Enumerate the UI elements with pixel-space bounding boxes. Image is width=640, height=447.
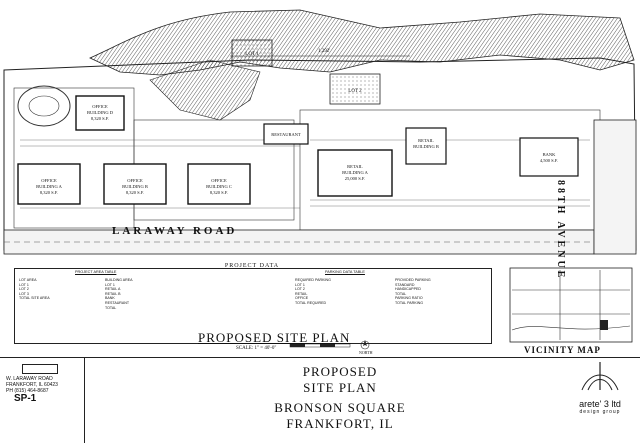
wetland-hatch-area bbox=[89, 9, 635, 76]
cell: LOT 3 bbox=[19, 291, 29, 296]
88th-avenue-label: 88TH AVENUE bbox=[555, 180, 566, 281]
cell: LOT AREA bbox=[19, 278, 37, 282]
svg-text:BUILDING A: BUILDING A bbox=[342, 170, 369, 175]
lot-2-pad bbox=[329, 73, 381, 105]
cell: LOT 1 bbox=[19, 282, 29, 287]
vicinity-site-marker bbox=[600, 320, 608, 330]
client-address-1: W. LARAWAY ROAD bbox=[6, 376, 53, 382]
parking-data-table-heading: PARKING DATA TABLE bbox=[325, 270, 365, 274]
retail-building-b bbox=[405, 127, 447, 165]
scale-label: SCALE: 1" = 40'-0" bbox=[236, 346, 277, 351]
vicinity-map-frame bbox=[509, 267, 633, 343]
building-label-office-b: OFFICE bbox=[127, 178, 143, 183]
cell: REQUIRED PARKING bbox=[295, 278, 331, 282]
cell: RESTAURANT bbox=[105, 300, 130, 305]
office-building-b bbox=[103, 163, 167, 205]
cell: BUILDING AREA bbox=[105, 278, 133, 282]
cell: OFFICE bbox=[295, 296, 309, 301]
site-plan-caption: PROPOSED SITE PLAN bbox=[198, 330, 351, 345]
scale-bar bbox=[289, 343, 351, 348]
firm-logo-icon bbox=[581, 362, 619, 391]
project-name: BRONSON SQUARE bbox=[274, 400, 406, 415]
building-label-bank: BANK bbox=[543, 152, 557, 157]
building-label-retail-a: RETAIL bbox=[347, 164, 363, 169]
svg-text:8,320 S.F.: 8,320 S.F. bbox=[126, 190, 144, 196]
slope-hatch-area bbox=[149, 59, 261, 121]
svg-text:BUILDING B: BUILDING B bbox=[413, 144, 439, 149]
client-address-2: FRANKFORT, IL 60423 bbox=[6, 382, 58, 388]
cell: HANDICAPPED bbox=[395, 287, 421, 292]
client-logo bbox=[22, 364, 58, 374]
project-location: FRANKFORT, IL bbox=[286, 416, 394, 431]
lot-dimension: 1,292' bbox=[318, 49, 330, 54]
bank bbox=[519, 137, 579, 177]
88th-avenue bbox=[593, 119, 637, 255]
svg-text:BUILDING B: BUILDING B bbox=[122, 184, 148, 189]
project-area-table-heading: PROJECT AREA TABLE bbox=[75, 270, 117, 274]
svg-text:25,000 S.F.: 25,000 S.F. bbox=[345, 176, 365, 182]
cell: TOTAL bbox=[395, 291, 407, 296]
svg-text:8,320 S.F.: 8,320 S.F. bbox=[40, 190, 58, 196]
cell: PROVIDED PARKING bbox=[395, 278, 431, 282]
heading-site-plan: SITE PLAN bbox=[303, 380, 377, 395]
svg-text:4,500 S.F.: 4,500 S.F. bbox=[540, 158, 558, 164]
cell: STANDARD bbox=[395, 282, 415, 287]
lot-1-pad bbox=[231, 39, 273, 67]
vicinity-map-roads bbox=[511, 270, 631, 340]
laraway-road-label: LARAWAY ROAD bbox=[112, 225, 238, 237]
title-block-center: PROPOSED SITE PLAN BRONSON SQUARE FRANKF… bbox=[230, 364, 450, 432]
heading-proposed: PROPOSED bbox=[302, 364, 378, 379]
office-building-d bbox=[75, 95, 125, 131]
col-required-parking: REQUIRED PARKING LOT 1 LOT 2 RETAIL OFFI… bbox=[295, 278, 331, 306]
svg-text:8,320 S.F.: 8,320 S.F. bbox=[210, 190, 228, 196]
cell: LOT 2 bbox=[19, 287, 29, 292]
title-block-client: W. LARAWAY ROAD FRANKFORT, IL 60423 PH (… bbox=[0, 358, 85, 443]
client-phone: PH (815) 464-8687 bbox=[6, 388, 49, 394]
project-data-title: PROJECT DATA bbox=[224, 263, 280, 269]
north-label: NORTH bbox=[359, 350, 373, 355]
cell: TOTAL REQUIRED bbox=[295, 300, 327, 305]
roundabout bbox=[17, 85, 71, 127]
cell: RETAIL B bbox=[105, 291, 121, 296]
cell: TOTAL SITE AREA bbox=[19, 296, 50, 301]
svg-text:BUILDING C: BUILDING C bbox=[206, 184, 232, 189]
building-label-office-c: OFFICE bbox=[211, 178, 227, 183]
svg-text:BUILDING A: BUILDING A bbox=[36, 184, 63, 189]
col-provided-parking: PROVIDED PARKING STANDARD HANDICAPPED TO… bbox=[395, 278, 431, 306]
cell: RETAIL A bbox=[105, 287, 121, 292]
cell: BANK bbox=[105, 296, 115, 301]
cell: TOTAL bbox=[105, 305, 117, 310]
lot-1-label: LOT 1 bbox=[245, 52, 259, 57]
lot-2-label: LOT 2 bbox=[348, 89, 362, 94]
title-block: W. LARAWAY ROAD FRANKFORT, IL 60423 PH (… bbox=[0, 357, 640, 443]
building-label-office-d: OFFICE bbox=[92, 104, 108, 109]
cell: RETAIL bbox=[295, 291, 308, 296]
vicinity-map-caption: VICINITY MAP bbox=[524, 345, 601, 355]
cell: LOT 1 bbox=[295, 282, 305, 287]
firm-block: arete' 3 ltd design group bbox=[560, 360, 640, 442]
svg-text:8,320 S.F.: 8,320 S.F. bbox=[91, 116, 109, 122]
building-label-restaurant: RESTAURANT bbox=[271, 132, 301, 137]
office-building-c bbox=[187, 163, 251, 205]
cell: PARKING RATIO bbox=[395, 296, 423, 301]
restaurant bbox=[263, 123, 309, 145]
building-label-office-a: OFFICE bbox=[41, 178, 57, 183]
cell: LOT 2 bbox=[295, 287, 305, 292]
cell: TOTAL PARKING bbox=[395, 300, 424, 305]
col-building-area: BUILDING AREA LOT 1 RETAIL A RETAIL B BA… bbox=[105, 278, 133, 310]
firm-sub: design group bbox=[579, 409, 621, 415]
project-data-table: PROJECT AREA TABLE PARKING DATA TABLE LO… bbox=[14, 268, 492, 344]
firm-name: arete' 3 ltd bbox=[579, 399, 621, 409]
building-label-retail-b: RETAIL bbox=[418, 138, 434, 143]
sheet-number: SP-1 bbox=[14, 393, 37, 404]
retail-building-a bbox=[317, 149, 393, 197]
svg-text:BUILDING D: BUILDING D bbox=[87, 110, 114, 115]
office-building-a bbox=[17, 163, 81, 205]
cell: LOT 1 bbox=[105, 282, 115, 287]
col-lot-area: LOT AREA LOT 1 LOT 2 LOT 3 TOTAL SITE AR… bbox=[19, 278, 50, 301]
